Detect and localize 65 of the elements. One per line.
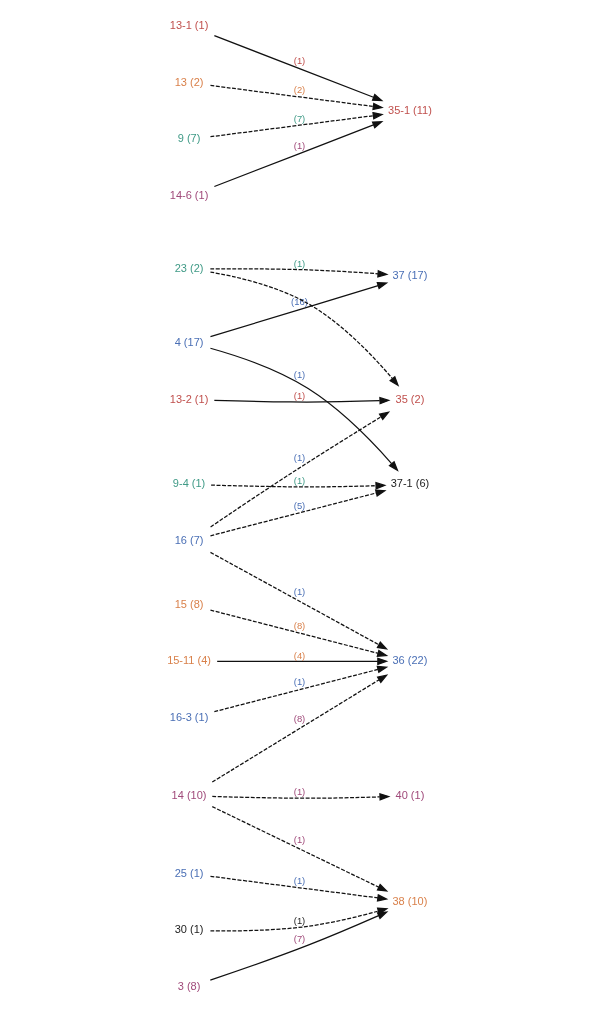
edge-label: (1) bbox=[293, 54, 306, 66]
node-text: 37-1 (6) bbox=[390, 477, 430, 490]
arrow bbox=[213, 396, 391, 405]
node-text: 35 (2) bbox=[395, 392, 425, 405]
edge-label: (4) bbox=[293, 649, 306, 661]
edge-label: (1) bbox=[293, 786, 306, 798]
arrow bbox=[209, 347, 399, 472]
arrow bbox=[213, 121, 384, 188]
arrow bbox=[211, 674, 389, 783]
edge-label: (1) bbox=[293, 139, 306, 151]
edge-label: (8) bbox=[293, 619, 306, 631]
edge-label: (1) bbox=[293, 914, 306, 926]
node-text: 38 (10) bbox=[392, 894, 428, 907]
arrow bbox=[209, 282, 389, 338]
edge-label: (2) bbox=[293, 84, 306, 96]
arrow bbox=[216, 657, 389, 666]
edge-label: (1) bbox=[293, 586, 306, 598]
arrow bbox=[213, 35, 384, 102]
edge-label: (1) bbox=[293, 475, 306, 487]
node-text: 16 (7) bbox=[174, 534, 204, 546]
node-text: 13 (2) bbox=[174, 75, 204, 88]
edge-label: (16) bbox=[291, 295, 308, 307]
node-text: 23 (2) bbox=[174, 262, 204, 274]
edge-label: (1) bbox=[293, 451, 306, 463]
arrow bbox=[209, 489, 387, 537]
arrow bbox=[210, 411, 391, 528]
arrow bbox=[211, 806, 389, 892]
node-text: 3 (8) bbox=[177, 979, 201, 992]
node-text: 36 (22) bbox=[392, 654, 428, 667]
node-text: 15-11 (4) bbox=[167, 654, 211, 667]
arrow bbox=[209, 551, 389, 650]
node-text: 13-1 (1) bbox=[169, 19, 209, 32]
arrow bbox=[211, 793, 391, 801]
node-text: 14-6 (1) bbox=[169, 188, 209, 201]
arrow bbox=[209, 875, 389, 902]
edge-label: (1) bbox=[293, 258, 306, 270]
edge-label: (7) bbox=[293, 933, 306, 945]
node-text: 4 (17) bbox=[174, 335, 204, 348]
node-text: 35-1 (11) bbox=[388, 103, 432, 116]
node-text: 13-2 (1) bbox=[169, 392, 209, 405]
arrow bbox=[213, 665, 389, 713]
node-text: 15 (8) bbox=[174, 597, 204, 610]
arrow bbox=[210, 481, 387, 490]
node-text: 25 (1) bbox=[174, 866, 204, 879]
node-text: 40 (1) bbox=[395, 788, 425, 801]
edge-label: (5) bbox=[293, 499, 306, 511]
edge-label: (8) bbox=[293, 713, 306, 725]
node-text: 16-3 (1) bbox=[169, 710, 209, 723]
node-text: 30 (1) bbox=[174, 923, 204, 936]
node-text: 37 (17) bbox=[392, 269, 428, 282]
edge-label: (1) bbox=[293, 390, 306, 402]
edge-label: (1) bbox=[293, 369, 306, 381]
arrow bbox=[209, 271, 400, 387]
arrow bbox=[209, 268, 389, 278]
edge-label: (7) bbox=[293, 112, 306, 124]
node-text: 9-4 (1) bbox=[172, 477, 206, 490]
arrow bbox=[209, 84, 384, 111]
arrow bbox=[209, 609, 389, 657]
arrow bbox=[209, 911, 389, 981]
edge-label: (1) bbox=[293, 676, 306, 688]
node-text: 9 (7) bbox=[177, 132, 201, 145]
node-text: 14 (10) bbox=[171, 788, 207, 801]
edge-label: (1) bbox=[293, 874, 306, 886]
edge-label: (1) bbox=[293, 834, 306, 846]
arrow bbox=[209, 111, 384, 138]
